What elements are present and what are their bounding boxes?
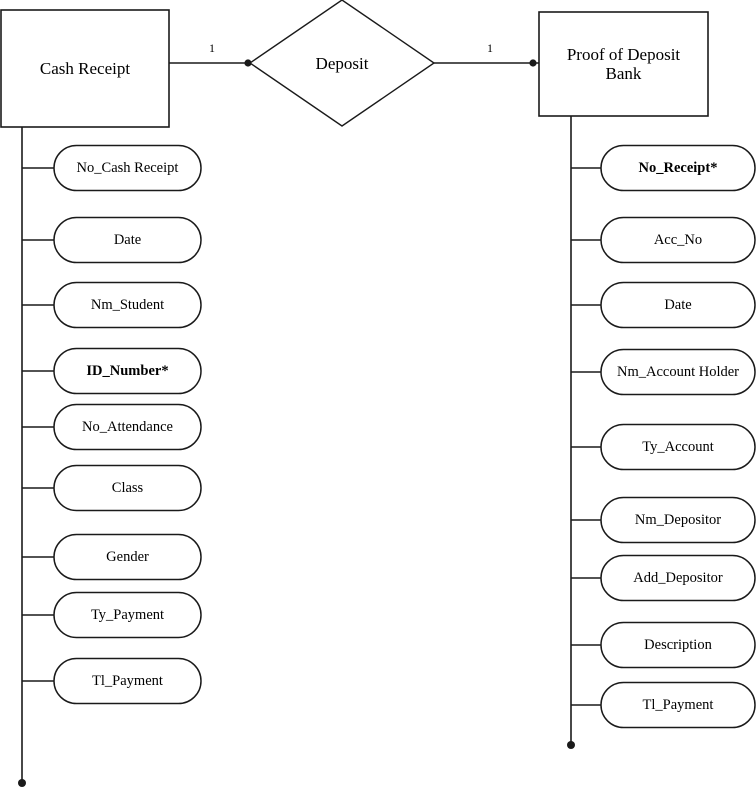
- attribute-ellipse-tl-payment: [600, 681, 756, 729]
- attribute-ellipse-nm-account-holder: [600, 348, 756, 396]
- spine-terminator-cash-receipt: [18, 779, 26, 787]
- attribute-ellipse-nm-student: [53, 281, 202, 329]
- relationship-diamond-deposit[interactable]: [248, 0, 436, 127]
- entity-box-proof-of-deposit-bank[interactable]: [538, 11, 709, 117]
- attribute-ellipse-date: [53, 216, 202, 264]
- attribute-ellipse-tl-payment: [53, 657, 202, 705]
- attribute-ellipse-date: [600, 281, 756, 329]
- attribute-ellipse-nm-depositor: [600, 496, 756, 544]
- attribute-ellipse-add-depositor: [600, 554, 756, 602]
- attribute-ellipse-description: [600, 621, 756, 669]
- spine-terminator-proof-of-deposit-bank: [567, 741, 575, 749]
- connector-dot-right: [529, 59, 537, 67]
- attribute-ellipse-id-number-: [53, 347, 202, 395]
- attribute-ellipse-class: [53, 464, 202, 512]
- attribute-ellipse-gender: [53, 533, 202, 581]
- attribute-ellipse-no-cash-receipt: [53, 144, 202, 192]
- entity-box-cash-receipt[interactable]: [0, 9, 170, 128]
- attribute-ellipse-ty-account: [600, 423, 756, 471]
- attribute-ellipse-no-receipt-: [600, 144, 756, 192]
- attribute-ellipse-acc-no: [600, 216, 756, 264]
- attribute-ellipse-ty-payment: [53, 591, 202, 639]
- connector-dot-left: [244, 59, 252, 67]
- attribute-ellipse-no-attendance: [53, 403, 202, 451]
